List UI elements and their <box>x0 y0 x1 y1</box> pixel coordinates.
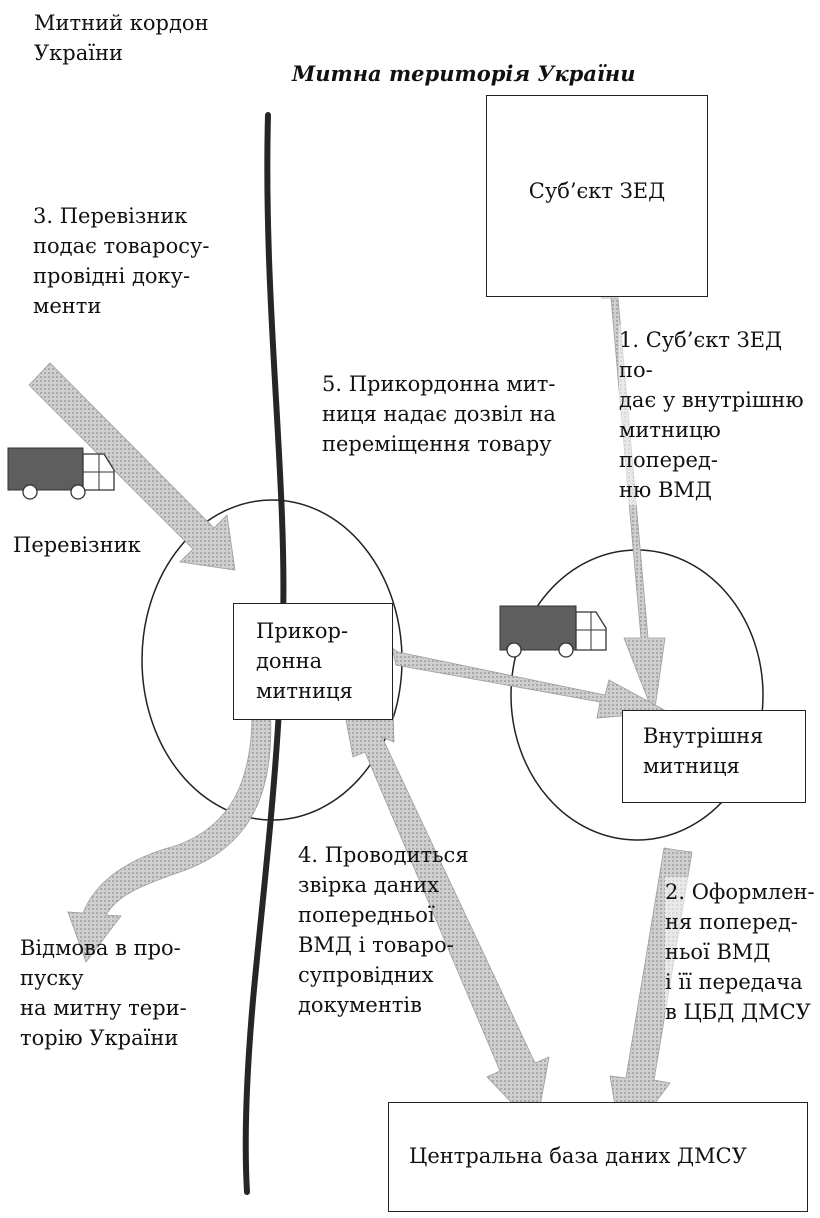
step5-label: 5. Прикордонна мит- ниця надає дозвіл на… <box>322 372 556 456</box>
customs-border-label: Митний кордон України <box>34 11 209 65</box>
central-db-label: Центральна база даних ДМСУ <box>409 1144 747 1168</box>
step2-label: 2. Оформлен- ня поперед- ньої ВМД і її п… <box>665 877 815 1027</box>
inner-customs-box: Внутрішня митниця <box>622 710 806 803</box>
carrier-label: Перевізник <box>13 533 141 557</box>
subject-zed-label: Суб’єкт ЗЕД <box>528 179 666 203</box>
arrow-carrier-to-border <box>28 362 236 571</box>
border-customs-label: Прикор- донна митниця <box>256 619 353 703</box>
refusal-label: Відмова в про- пуску на митну тери- торі… <box>20 936 187 1050</box>
subject-zed-box: Суб’єкт ЗЕД <box>486 95 708 297</box>
step4-label: 4. Проводиться звірка даних попередньої … <box>298 843 469 1017</box>
border-customs-box: Прикор- донна митниця <box>233 603 393 720</box>
customs-territory-label: Митна територія України <box>292 61 636 86</box>
truck-icon <box>7 447 115 500</box>
arrow-refusal <box>67 701 272 963</box>
arrow-border-to-inner <box>391 647 670 719</box>
truck-icon-2 <box>499 605 607 658</box>
step3-label: 3. Перевізник подає товаросу- провідні д… <box>33 204 210 318</box>
step1-label: 1. Суб’єкт ЗЕД по- дає у внутрішню митни… <box>619 325 820 505</box>
customs-border-line <box>242 112 287 1195</box>
central-db-box: Центральна база даних ДМСУ <box>388 1102 808 1212</box>
arrow-border-db-double <box>345 679 550 1129</box>
inner-customs-label: Внутрішня митниця <box>643 724 764 778</box>
